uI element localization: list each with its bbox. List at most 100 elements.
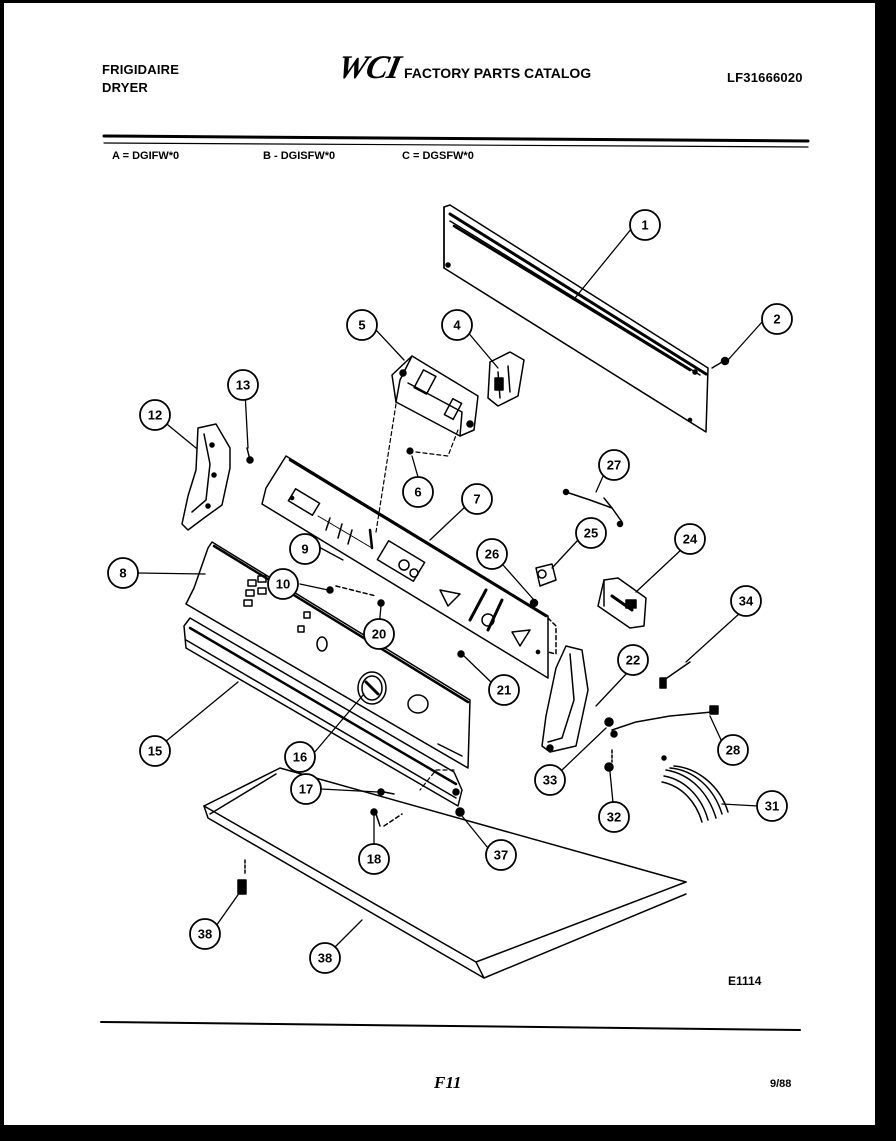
callout-label-24: 24 <box>683 532 698 547</box>
callout-label-28: 28 <box>726 743 740 758</box>
part-screw-18 <box>370 808 403 827</box>
model-b: B - DGISFW*0 <box>263 150 336 162</box>
part-wire-bundle-31 <box>661 755 729 823</box>
callout-10 <box>267 568 299 600</box>
callout-label-8: 8 <box>119 566 126 581</box>
figure-id: E1114 <box>728 974 762 988</box>
callout-22 <box>617 644 649 676</box>
callout-17 <box>290 773 322 805</box>
callout-1 <box>629 209 661 241</box>
callout-31 <box>756 790 788 822</box>
catalog-page <box>4 3 875 1125</box>
callout-24 <box>674 523 706 555</box>
callout-label-31: 31 <box>765 799 779 814</box>
callout-21 <box>488 674 520 706</box>
part-wire-28 <box>610 705 719 738</box>
product-type: DRYER <box>102 80 149 95</box>
header-rule-thin <box>103 142 809 148</box>
callout-label-26: 26 <box>485 547 499 562</box>
part-wire-27 <box>562 488 624 528</box>
part-left-bracket-12 <box>181 423 231 531</box>
callout-label-10: 10 <box>276 577 290 592</box>
catalog-number: LF31666020 <box>727 70 803 85</box>
callout-4 <box>441 309 473 341</box>
page-code: F11 <box>434 1073 462 1092</box>
callout-label-33: 33 <box>543 773 557 788</box>
callout-label-1: 1 <box>641 218 648 233</box>
callout-label-38a: 38 <box>198 927 212 942</box>
callout-13 <box>227 369 259 401</box>
revision-date: 9/88 <box>770 1078 792 1090</box>
part-clip-38 <box>237 859 247 895</box>
callout-8 <box>107 557 139 589</box>
part-front-trim-15 <box>183 617 465 817</box>
callout-27 <box>598 449 630 481</box>
callout-2 <box>761 303 793 335</box>
part-screw-10 <box>326 585 377 597</box>
footer-rule <box>100 1021 801 1031</box>
part-screw-33 <box>604 717 614 727</box>
part-right-bracket-22 <box>541 645 589 753</box>
callout-label-7: 7 <box>473 492 480 507</box>
callout-label-18: 18 <box>367 852 381 867</box>
callout-6 <box>402 476 434 508</box>
part-timer-24 <box>597 577 647 629</box>
part-console-8 <box>185 541 471 769</box>
part-screw-17 <box>377 788 395 796</box>
part-screw-2 <box>711 356 730 369</box>
part-screw-20 <box>377 599 385 607</box>
callout-label-34: 34 <box>739 594 754 609</box>
model-c: C = DGSFW*0 <box>402 150 474 162</box>
callout-label-20: 20 <box>372 627 386 642</box>
callout-7 <box>461 483 493 515</box>
callout-20 <box>363 618 395 650</box>
part-control-panel-7 <box>261 455 549 679</box>
part-top-36 <box>203 767 687 979</box>
callout-label-2: 2 <box>773 312 780 327</box>
callout-16 <box>284 741 316 773</box>
callout-5 <box>346 309 378 341</box>
callout-label-17: 17 <box>299 782 313 797</box>
callout-label-5: 5 <box>358 318 365 333</box>
callout-18 <box>358 843 390 875</box>
callout-33 <box>534 764 566 796</box>
callout-12 <box>139 399 171 431</box>
callout-15 <box>139 735 171 767</box>
part-knob-16 <box>357 671 387 705</box>
part-screw-6 <box>375 403 459 533</box>
callout-label-6: 6 <box>414 485 421 500</box>
part-back-panel <box>443 204 709 433</box>
callout-label-25: 25 <box>584 526 598 541</box>
part-clip-32 <box>604 749 614 772</box>
callout-label-22: 22 <box>626 653 640 668</box>
callout-28 <box>717 734 749 766</box>
callout-label-13: 13 <box>236 378 250 393</box>
part-switch-25 <box>535 563 557 587</box>
callout-32 <box>598 801 630 833</box>
callout-25 <box>575 517 607 549</box>
callout-37 <box>485 839 517 871</box>
header-rule-thick <box>102 134 810 143</box>
callout-34 <box>730 585 762 617</box>
callout-label-15: 15 <box>148 744 162 759</box>
model-a: A = DGIFW*0 <box>112 150 180 162</box>
callout-label-4: 4 <box>453 318 461 333</box>
callout-38b <box>309 942 341 974</box>
part-rod-34 <box>659 661 691 689</box>
brand-name: FRIGIDAIRE <box>102 62 180 77</box>
part-screw-21 <box>457 650 465 658</box>
callout-label-16: 16 <box>293 750 307 765</box>
part-switch-4 <box>487 351 525 407</box>
callout-38a <box>189 918 221 950</box>
callout-circles <box>107 209 793 974</box>
catalog-title: FACTORY PARTS CATALOG <box>404 65 592 81</box>
callout-label-9: 9 <box>301 542 308 557</box>
part-housing-5 <box>391 355 479 437</box>
callout-label-12: 12 <box>148 408 162 423</box>
callout-26 <box>476 538 508 570</box>
callout-label-38b: 38 <box>318 951 332 966</box>
callout-label-37: 37 <box>494 848 508 863</box>
part-screw-13 <box>246 447 254 464</box>
callout-label-32: 32 <box>607 810 621 825</box>
